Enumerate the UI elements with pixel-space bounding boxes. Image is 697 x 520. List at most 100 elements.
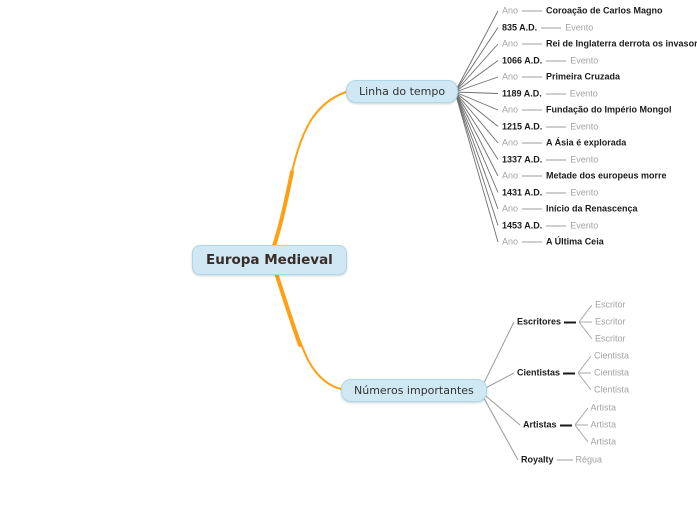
figure-group-label[interactable]: Escritores xyxy=(517,316,562,327)
timeline-event-label[interactable]: A Ásia é explorada xyxy=(546,137,627,148)
timeline-event-placeholder[interactable]: Evento xyxy=(570,187,599,197)
timeline-year-placeholder[interactable]: Ano xyxy=(502,170,519,181)
timeline-year-placeholder[interactable]: Ano xyxy=(502,203,519,214)
figure-group-label[interactable]: Royalty xyxy=(521,454,554,465)
timeline-year-label[interactable]: 1337 A.D. xyxy=(502,154,543,164)
timeline-fan-line xyxy=(454,91,499,94)
figure-placeholder-item[interactable]: Escritor xyxy=(595,299,626,310)
timeline-year-label[interactable]: 1066 A.D. xyxy=(502,55,543,65)
timeline-branch-node[interactable]: Linha do tempo xyxy=(346,80,459,103)
row-connector-line xyxy=(546,126,567,127)
timeline-year-placeholder[interactable]: Ano xyxy=(502,236,519,247)
timeline-row: 1453 A.D. Evento xyxy=(502,220,598,231)
timeline-fan-line xyxy=(454,91,499,177)
timeline-fan-line xyxy=(454,91,499,144)
timeline-event-placeholder[interactable]: Evento xyxy=(570,121,599,131)
timeline-event-placeholder[interactable]: Evento xyxy=(570,220,599,230)
timeline-year-label[interactable]: 1453 A.D. xyxy=(502,220,543,230)
numbers-fan-line xyxy=(479,390,521,426)
timeline-fan-line xyxy=(454,43,499,93)
group-stub-line xyxy=(563,372,576,374)
timeline-event-label[interactable]: Fundação do Império Mongol xyxy=(546,104,672,115)
timeline-fan-line xyxy=(454,91,499,226)
timeline-event-label[interactable]: Coroação de Carlos Magno xyxy=(546,5,663,16)
figure-placeholder-item[interactable]: Escritor xyxy=(595,333,626,344)
timeline-event-label[interactable]: Metade dos europeus morre xyxy=(546,170,667,181)
figure-group-row: Royalty Régua xyxy=(521,452,602,469)
timeline-row: Ano A Ásia é explorada xyxy=(502,138,626,149)
timeline-year-placeholder[interactable]: Ano xyxy=(502,137,519,148)
group-fan-lines xyxy=(574,407,588,443)
row-connector-line xyxy=(522,76,543,78)
figure-placeholder-item[interactable]: Artista xyxy=(590,436,617,447)
timeline-row: Ano Metade dos europeus morre xyxy=(502,171,667,182)
timeline-event-placeholder[interactable]: Evento xyxy=(569,88,598,98)
timeline-row: 835 A.D. Evento xyxy=(502,22,593,33)
timeline-event-placeholder[interactable]: Evento xyxy=(565,22,594,32)
timeline-fan-line xyxy=(454,76,499,93)
timeline-fan-line xyxy=(454,91,499,210)
figure-placeholder-item[interactable]: Escritor xyxy=(595,316,626,327)
row-connector-line xyxy=(522,109,543,111)
timeline-event-label[interactable]: A Última Ceia xyxy=(546,236,604,247)
timeline-year-placeholder[interactable]: Ano xyxy=(502,38,519,49)
row-connector-line xyxy=(546,192,567,193)
timeline-fan-line xyxy=(454,60,499,93)
timeline-year-placeholder[interactable]: Ano xyxy=(502,104,519,115)
figure-placeholder-item[interactable]: Artista xyxy=(590,419,617,430)
timeline-row: 1337 A.D. Evento xyxy=(502,154,598,165)
timeline-year-label[interactable]: 1189 A.D. xyxy=(502,88,542,98)
timeline-fan-line xyxy=(454,91,499,160)
figure-placeholder-item[interactable]: Cientista xyxy=(594,384,630,395)
timeline-year-placeholder[interactable]: Ano xyxy=(502,5,519,16)
timeline-row: Ano Início da Renascença xyxy=(502,204,638,215)
numbers-fan-line xyxy=(479,390,519,461)
timeline-row: Ano Rei de Inglaterra derrota os invasore… xyxy=(502,39,697,50)
timeline-year-label[interactable]: 1431 A.D. xyxy=(502,187,543,197)
figure-placeholder-item[interactable]: Régua xyxy=(575,454,603,465)
group-fan-lines xyxy=(578,355,592,391)
row-connector-line xyxy=(522,43,543,45)
timeline-year-label[interactable]: 1215 A.D. xyxy=(502,121,543,131)
timeline-row: 1215 A.D. Evento xyxy=(502,121,598,132)
timeline-year-placeholder[interactable]: Ano xyxy=(502,71,519,82)
group-connector-line xyxy=(556,459,573,461)
branch-curve-bottom xyxy=(274,271,342,390)
timeline-year-label[interactable]: 835 A.D. xyxy=(502,22,538,32)
row-connector-line xyxy=(545,93,566,94)
branch-curve-top xyxy=(272,91,347,248)
figure-placeholder-item[interactable]: Cientista xyxy=(594,367,630,378)
timeline-row: Ano Fundação do Império Mongol xyxy=(502,105,672,116)
group-children: Régua xyxy=(576,452,603,469)
figure-placeholder-item[interactable]: Artista xyxy=(590,402,617,413)
timeline-event-label[interactable]: Início da Renascença xyxy=(546,203,638,214)
figure-group-label[interactable]: Artistas xyxy=(523,419,557,430)
timeline-event-label[interactable]: Rei de Inglaterra derrota os invasores xyxy=(546,38,697,49)
row-connector-line xyxy=(522,241,543,243)
row-connector-line xyxy=(541,27,562,28)
central-topic-node[interactable]: Europa Medieval xyxy=(192,245,347,275)
row-connector-line xyxy=(522,175,543,177)
timeline-fan-line xyxy=(454,91,499,127)
numbers-branch-node[interactable]: Números importantes xyxy=(341,379,487,402)
figure-group-label[interactable]: Cientistas xyxy=(517,367,561,378)
timeline-event-label[interactable]: Primeira Cruzada xyxy=(546,71,621,82)
timeline-event-placeholder[interactable]: Evento xyxy=(570,55,599,65)
row-connector-line xyxy=(546,159,567,160)
figure-placeholder-item[interactable]: Cientista xyxy=(594,350,630,361)
row-connector-line xyxy=(546,60,567,61)
timeline-fan-line xyxy=(454,91,499,111)
group-fan-lines xyxy=(579,304,593,340)
timeline-fan-line xyxy=(454,91,499,193)
timeline-row: 1189 A.D. Evento xyxy=(502,88,598,99)
timeline-fan-line xyxy=(454,91,499,243)
row-connector-line xyxy=(522,10,543,12)
timeline-event-placeholder[interactable]: Evento xyxy=(570,154,599,164)
